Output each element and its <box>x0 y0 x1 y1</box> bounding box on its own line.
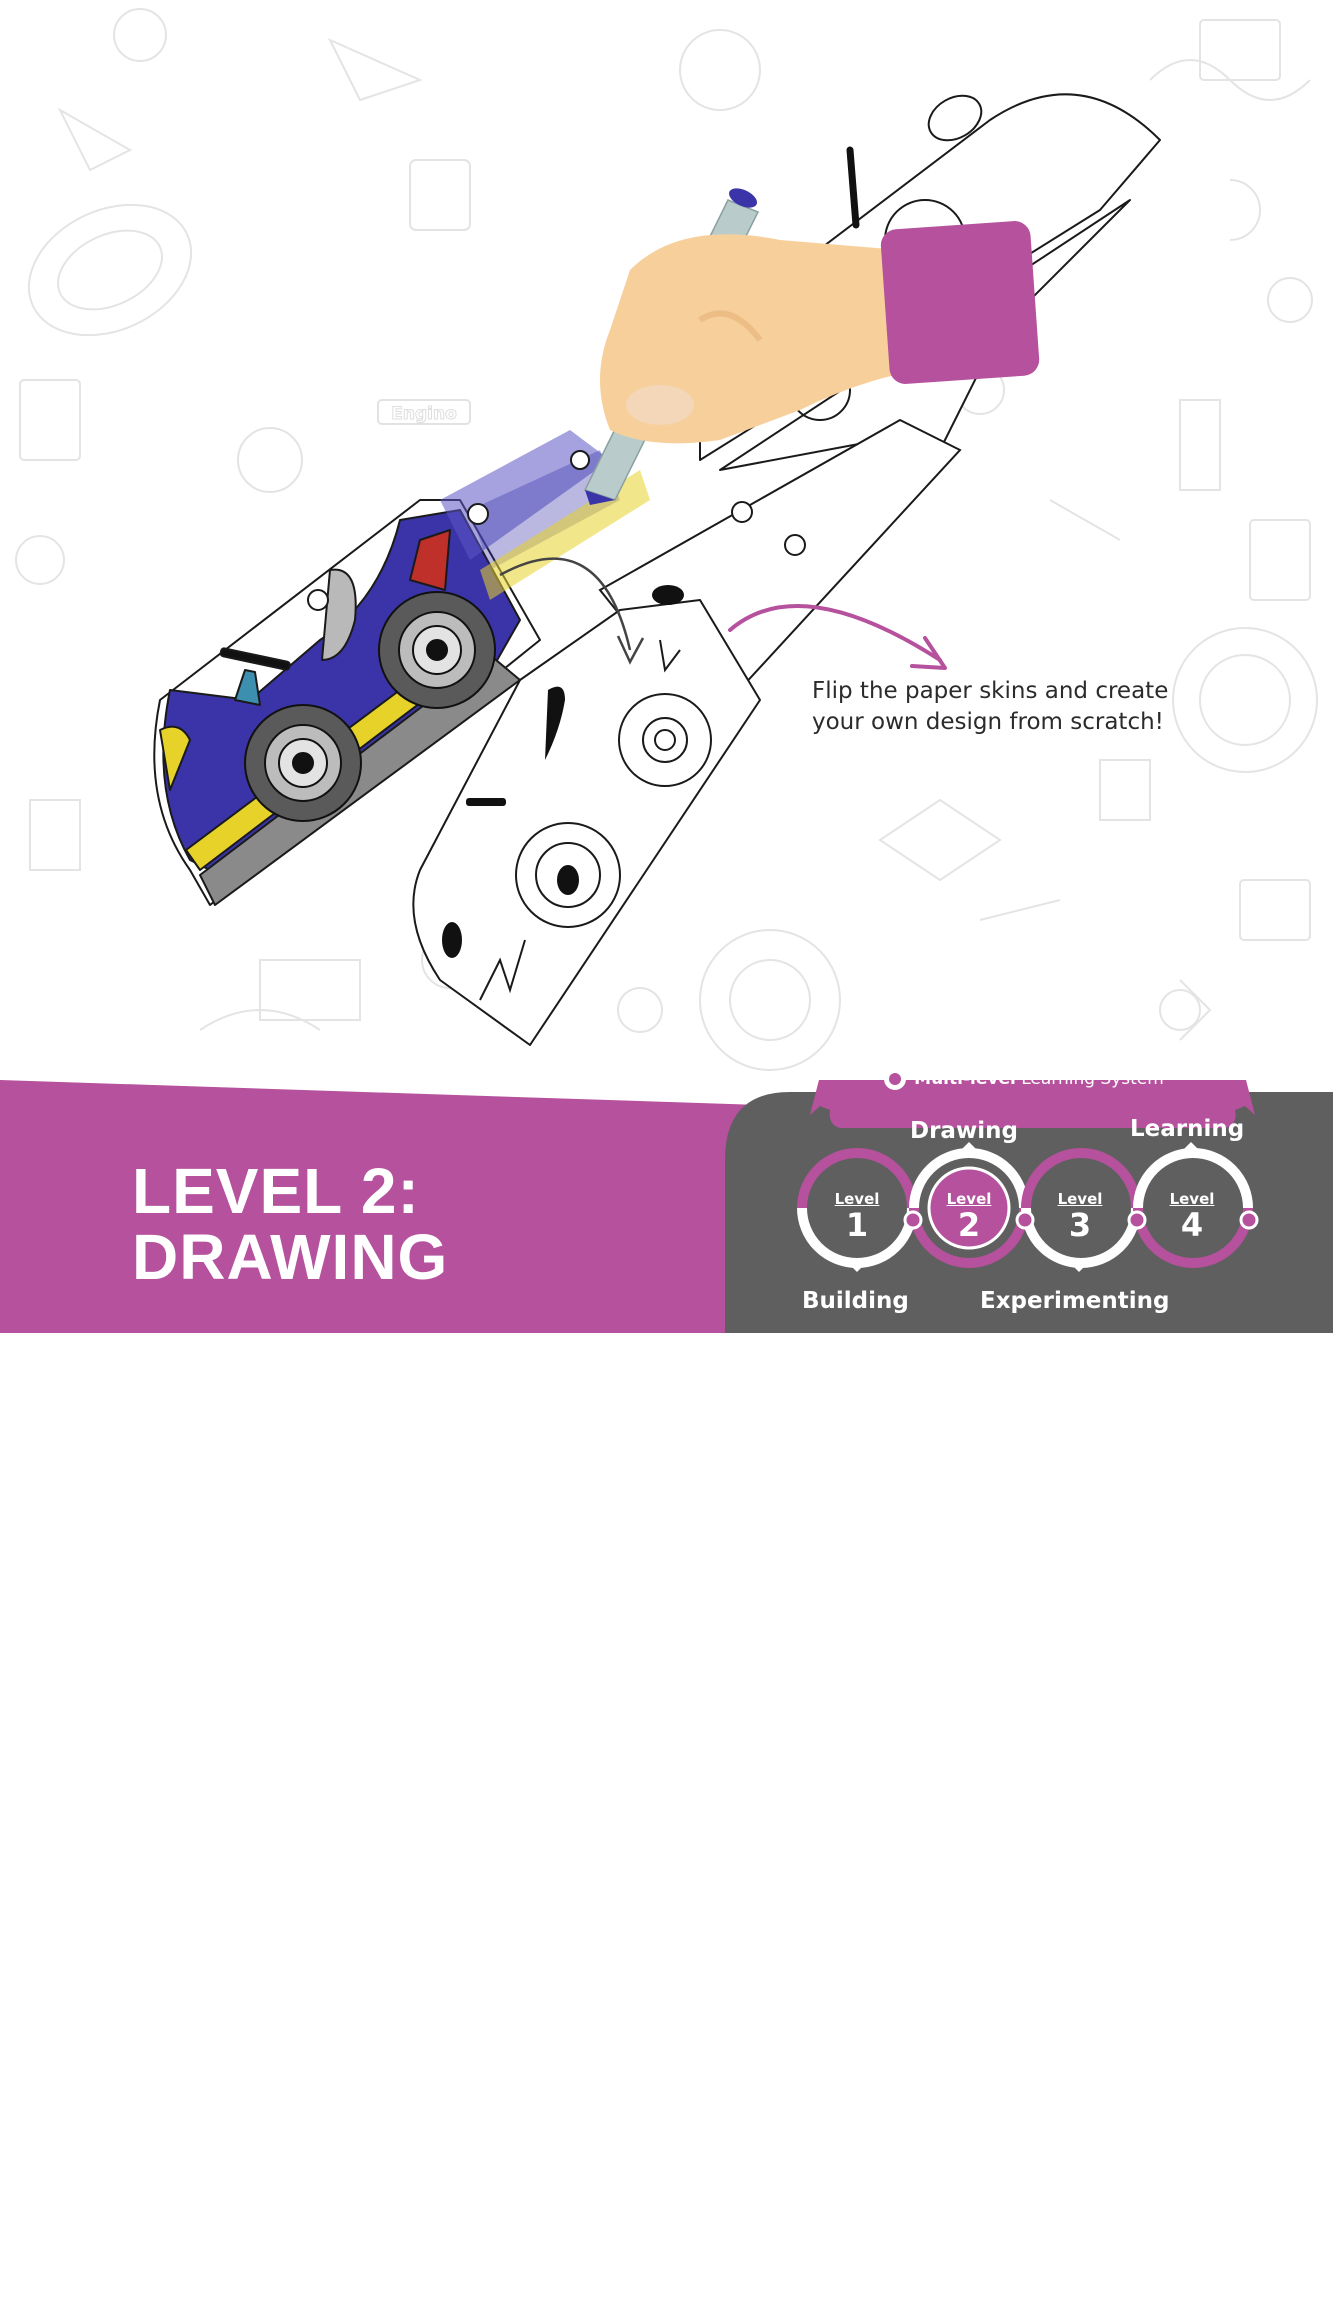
system-title-rest: Learning System™ <box>1021 1068 1181 1089</box>
paper-skin-uncolored <box>412 599 761 1046</box>
car-skin-illustration <box>153 93 1161 1046</box>
purple-arrow-icon <box>728 604 942 662</box>
level-title: LEVEL 2: DRAWING <box>132 1158 448 1290</box>
level-number: 4 <box>1180 1206 1204 1244</box>
multilevel-logo-icon <box>884 1067 907 1090</box>
colored-wheel-rear <box>244 704 362 822</box>
level-word: Level <box>1169 1190 1215 1208</box>
caption-line-2: your own design from scratch! <box>812 709 1164 735</box>
banner-shapes <box>0 1080 1333 1333</box>
level-number: 2 <box>957 1206 981 1244</box>
stage-label-learning: Learning <box>1130 1116 1245 1142</box>
stage-label-building: Building <box>802 1288 909 1314</box>
dotted-chevron-icon <box>37 2233 105 2322</box>
stage-label-experimenting: Experimenting <box>980 1288 1170 1314</box>
background-doodle-pattern: Engino <box>15 8 1318 1071</box>
caption-line-1: Flip the paper skins and create <box>812 678 1169 704</box>
curved-arrow-icon <box>499 557 632 651</box>
level-title-line-1: LEVEL 2: <box>132 1155 420 1227</box>
level-badge-3: Level 3 <box>1044 1190 1116 1242</box>
engino-watermark: Engino <box>391 404 457 424</box>
level-number: 3 <box>1068 1206 1092 1244</box>
level-word: Level <box>834 1190 880 1208</box>
level-word: Level <box>946 1190 992 1208</box>
level-title-line-2: DRAWING <box>132 1221 449 1293</box>
level-number: 1 <box>845 1206 869 1244</box>
hand-icon <box>600 221 1040 444</box>
level-badge-2: Level 2 <box>933 1190 1005 1242</box>
level-banner: LEVEL 2: DRAWING <box>0 1080 1333 2322</box>
instruction-caption: Flip the paper skins and create your own… <box>812 676 1232 738</box>
colored-wheel-front <box>378 591 496 709</box>
stage-label-drawing: Drawing <box>910 1118 1018 1144</box>
level-badge-4: Level 4 <box>1156 1190 1228 1242</box>
system-title-strong: Multi-level <box>914 1068 1016 1089</box>
level-word: Level <box>1057 1190 1103 1208</box>
multilevel-system-bar: Multi-level Learning System™ <box>835 1056 1230 1101</box>
level-badge-1: Level 1 <box>821 1190 893 1242</box>
